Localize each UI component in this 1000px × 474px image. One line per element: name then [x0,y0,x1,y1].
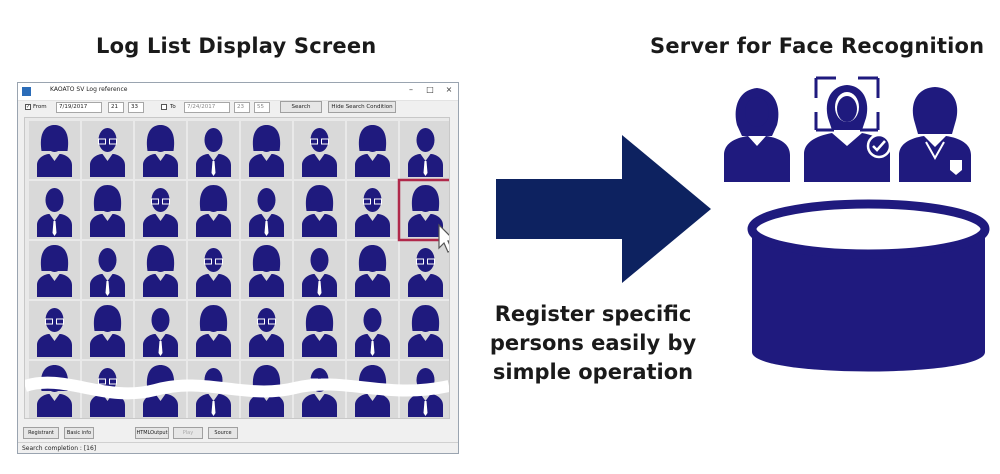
caption-line: simple operation [492,360,694,384]
face-thumbnail[interactable] [294,181,345,239]
caption-line: persons easily by [489,331,697,355]
face-thumbnail[interactable] [400,301,449,359]
face-log-grid [24,117,450,419]
face-thumbnail[interactable] [135,121,186,179]
maximize-icon[interactable]: □ [426,85,434,94]
caption: Register specific persons easily by simp… [488,300,698,387]
face-thumbnail[interactable] [135,181,186,239]
to-label: To [170,104,176,110]
log-reference-window: KAOATO SV Log reference – □ × ✓ From 7/1… [17,82,459,454]
caption-line: Register specific [494,302,692,326]
minimize-icon[interactable]: – [409,85,413,94]
from-checkbox[interactable]: ✓ [25,104,31,110]
hide-search-condition-button[interactable]: Hide Search Condition [328,101,396,113]
face-thumbnail[interactable] [400,121,449,179]
registrant-button[interactable]: Registrant [23,427,59,439]
face-thumbnail[interactable] [188,301,239,359]
student-person-icon [899,87,971,182]
face-thumbnail[interactable] [29,241,80,299]
source-button[interactable]: Source [208,427,238,439]
face-thumbnail[interactable] [188,241,239,299]
face-thumbnail[interactable] [135,241,186,299]
mouse-cursor-icon [438,223,449,253]
face-thumbnail[interactable] [241,121,292,179]
from-hour-select[interactable]: 21 [108,102,124,113]
app-icon [22,87,31,96]
window-title: KAOATO SV Log reference [50,86,128,93]
from-label: From [33,104,47,110]
face-thumbnail[interactable] [294,241,345,299]
face-thumbnail[interactable] [82,121,133,179]
face-thumbnail[interactable] [29,301,80,359]
face-thumbnail[interactable] [188,121,239,179]
status-bar: Search completion : [16] [18,442,458,455]
right-heading: Server for Face Recognition [650,34,985,58]
wave-cut-mark [25,376,449,400]
face-thumbnail[interactable] [241,181,292,239]
face-thumbnail[interactable] [29,181,80,239]
bottom-button-bar: Registrant Basic info HTMLOutput Play So… [18,427,458,439]
from-date-field[interactable]: 7/19/2017 [56,102,102,113]
face-thumbnail[interactable] [241,241,292,299]
woman-person-icon [724,88,790,182]
html-output-button[interactable]: HTMLOutput [135,427,169,439]
face-thumbnail[interactable] [82,301,133,359]
to-hour-select[interactable]: 23 [234,102,250,113]
face-thumbnail[interactable] [347,181,398,239]
face-thumbnail[interactable] [294,121,345,179]
basic-info-button[interactable]: Basic info [64,427,94,439]
window-titlebar: KAOATO SV Log reference – □ × [18,83,458,101]
face-thumbnail[interactable] [135,301,186,359]
to-date-field[interactable]: 7/24/2017 [184,102,230,113]
face-log-thumbnails [25,121,449,418]
scanned-person-icon [804,76,892,182]
status-text: Search completion : [16] [22,445,97,452]
search-toolbar: ✓ From 7/19/2017 21 33 To 7/24/2017 23 5… [18,101,458,115]
face-thumbnail[interactable] [29,121,80,179]
play-button[interactable]: Play [173,427,203,439]
face-thumbnail[interactable] [347,241,398,299]
to-checkbox[interactable] [161,104,167,110]
face-thumbnail[interactable] [400,241,449,299]
face-thumbnail[interactable] [241,301,292,359]
search-button[interactable]: Search [280,101,322,113]
face-thumbnail[interactable] [347,121,398,179]
face-thumbnail[interactable] [188,181,239,239]
check-icon [872,140,886,152]
database-icon [747,199,990,372]
selected-thumbnail-highlight [397,178,449,242]
left-heading: Log List Display Screen [96,34,377,58]
from-minute-select[interactable]: 33 [128,102,144,113]
close-icon[interactable]: × [445,85,453,94]
face-thumbnail[interactable] [82,181,133,239]
face-thumbnail[interactable] [294,301,345,359]
to-minute-select[interactable]: 55 [254,102,270,113]
face-thumbnail[interactable] [82,241,133,299]
face-thumbnail[interactable] [347,301,398,359]
